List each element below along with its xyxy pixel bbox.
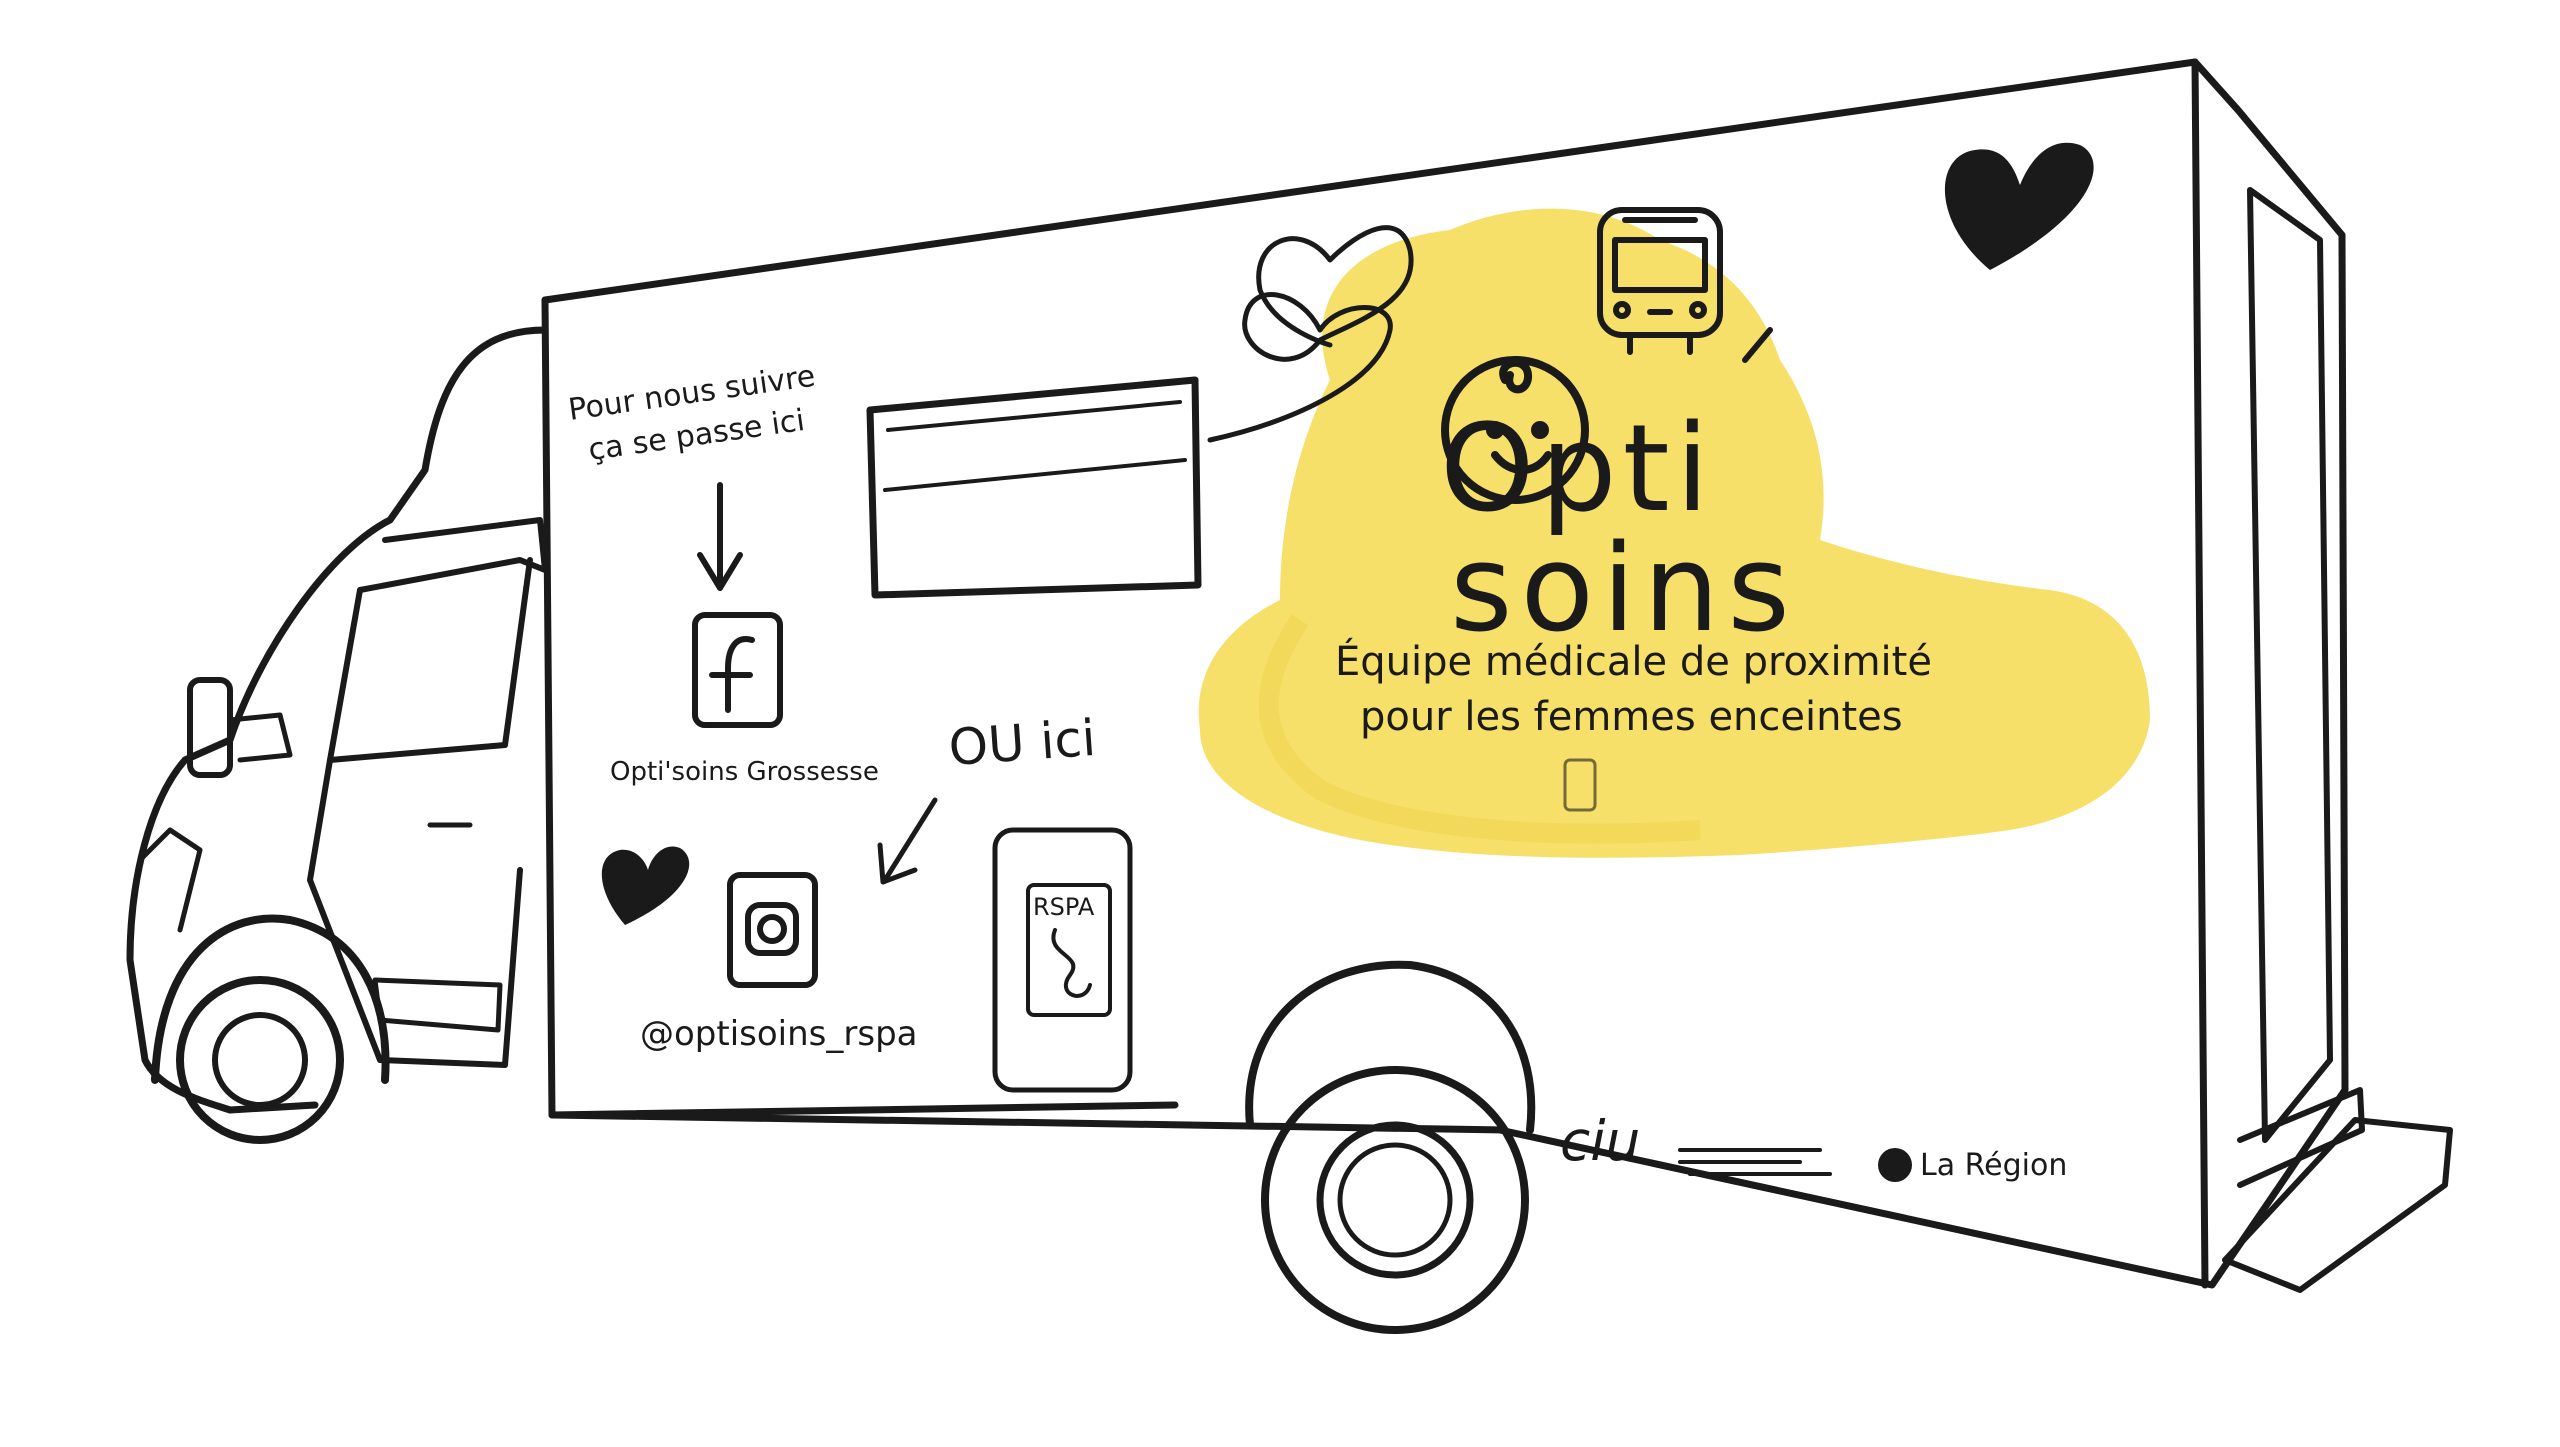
van-body xyxy=(126,58,2453,1293)
facebook-icon xyxy=(692,612,783,728)
rspa-badge-text: RSPA xyxy=(1033,893,1095,921)
baby-face-icon xyxy=(1441,356,1589,504)
side-window xyxy=(866,376,1202,599)
outline-heart-icon xyxy=(1207,225,1414,443)
tagline-line2: pour les femmes enceintes xyxy=(1360,694,1903,740)
logo: Opti soins xyxy=(1440,327,1798,659)
front-wheel xyxy=(151,914,390,1144)
logo-line1: Opti xyxy=(1440,400,1715,539)
region-logo-dot xyxy=(1878,1148,1912,1182)
yellow-blob xyxy=(1198,208,2150,858)
logo-line2: soins xyxy=(1450,520,1798,659)
phone-outline xyxy=(1563,758,1597,812)
facebook-label: Opti'soins Grossesse xyxy=(610,757,879,787)
partner-lines xyxy=(1678,1148,1832,1176)
instagram-icon xyxy=(727,872,818,988)
heart-icon xyxy=(601,846,690,925)
cpam-mark: ciu xyxy=(1560,1109,1640,1173)
bus-icon xyxy=(1597,207,1723,355)
arrow-icon xyxy=(877,797,938,885)
rear-wheel xyxy=(1245,960,1536,1334)
tagline-line1: Équipe médicale de proximité xyxy=(1335,637,1932,685)
or-here-text: OU ici xyxy=(947,709,1098,777)
arrow-down-icon xyxy=(697,482,743,591)
instagram-handle: @optisoins_rspa xyxy=(640,1014,918,1054)
heart-icon xyxy=(1944,142,2094,270)
rspa-badge: RSPA xyxy=(992,827,1133,1093)
region-label: La Région xyxy=(1920,1148,2067,1183)
